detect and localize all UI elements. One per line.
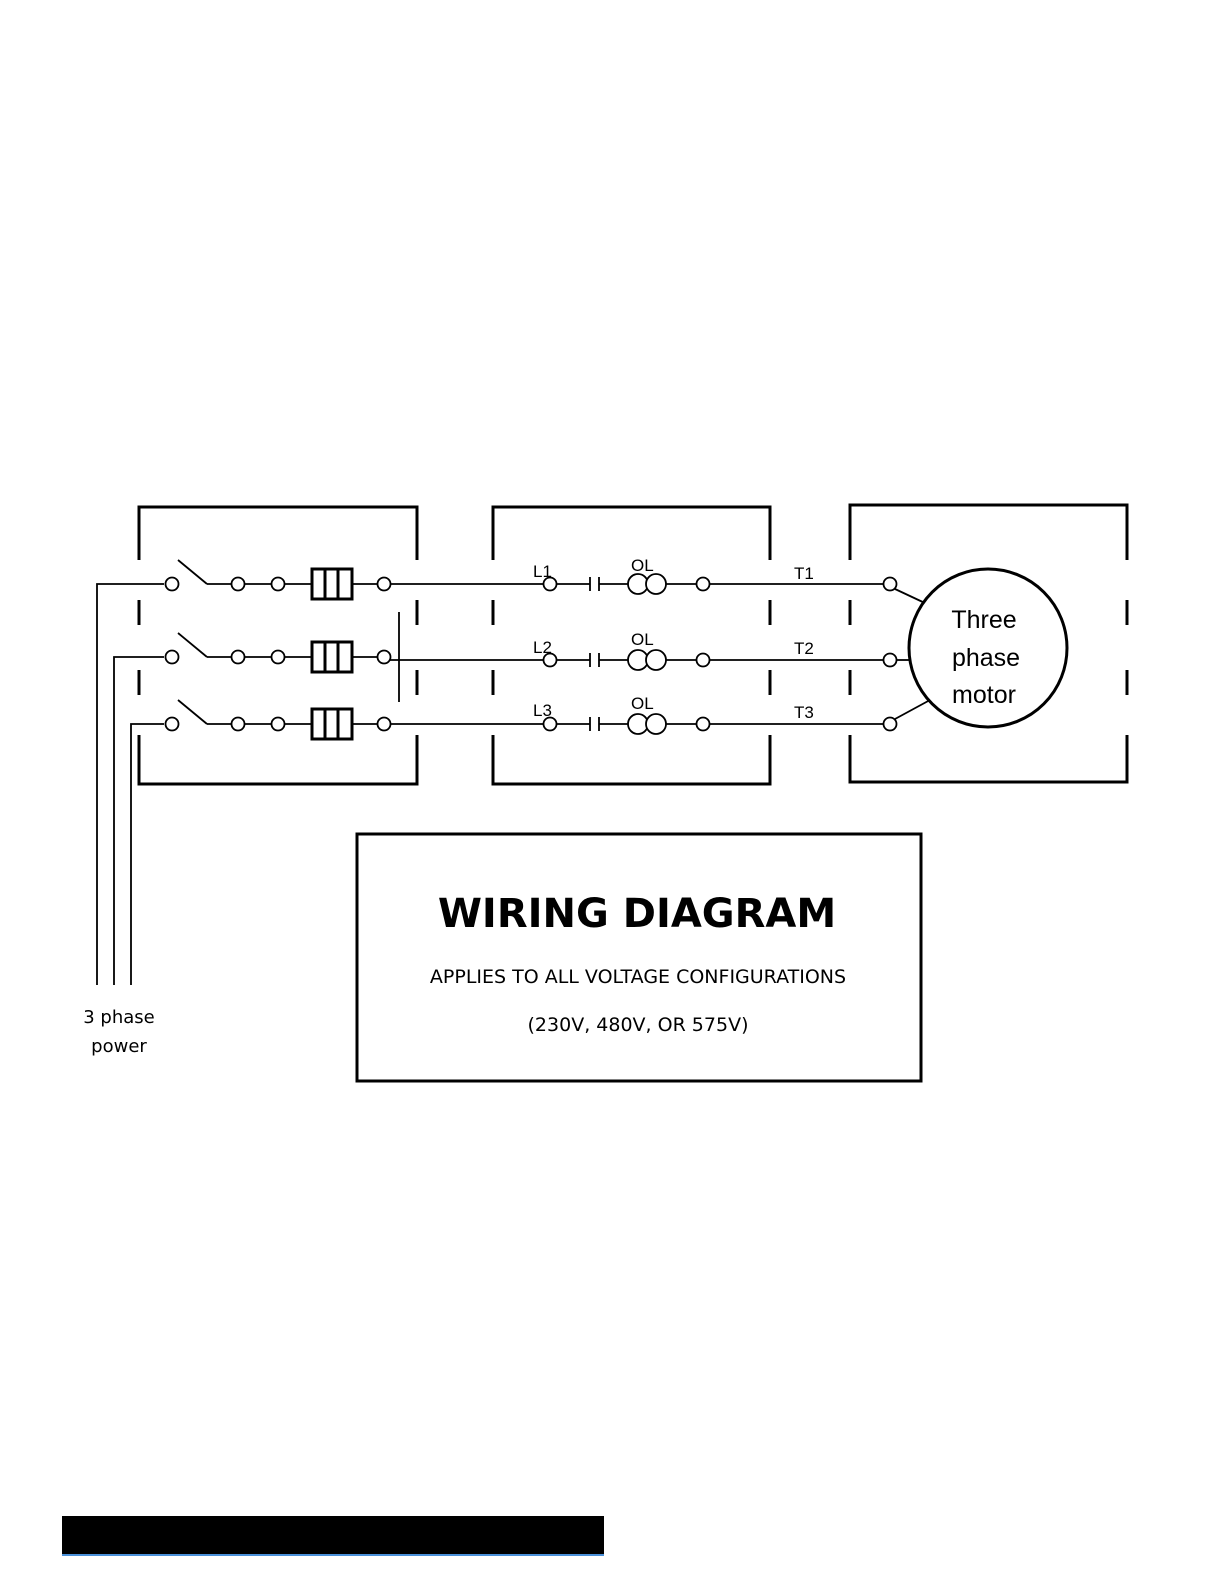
overload-icon (628, 714, 666, 734)
footer-bar (62, 1516, 604, 1556)
fuse-icon (312, 569, 352, 599)
overload-icon (628, 574, 666, 594)
fuse-icon (312, 709, 352, 739)
title-box: WIRING DIAGRAM APPLIES TO ALL VOLTAGE CO… (357, 834, 921, 1081)
overload-icon (628, 650, 666, 670)
overload-label: OL (631, 694, 654, 713)
contactor-label-l1: L1 (533, 562, 552, 581)
overload-label: OL (631, 556, 654, 575)
overload-label: OL (631, 630, 654, 649)
motor-label-line-3: motor (952, 681, 1016, 709)
diagram-title: WIRING DIAGRAM (438, 891, 836, 937)
voltage-configurations: (230V, 480V, OR 575V) (528, 1014, 749, 1036)
motor-label-line-2: phase (952, 644, 1020, 672)
contactor-label-l2: L2 (533, 638, 552, 657)
diagram-subtitle: APPLIES TO ALL VOLTAGE CONFIGURATIONS (430, 966, 846, 988)
contactor-label-l3: L3 (533, 701, 552, 720)
motor-symbol: Three phase motor (909, 569, 1067, 727)
motor-terminal-t1: T1 (794, 564, 814, 583)
contact-icon (590, 717, 599, 731)
fuse-icon (312, 642, 352, 672)
motor-terminal-t2: T2 (794, 639, 814, 658)
contact-icon (590, 577, 599, 591)
contact-icon (590, 653, 599, 667)
motor-terminal-t3: T3 (794, 703, 814, 722)
power-label-line-1: 3 phase (83, 1007, 155, 1028)
motor-label-line-1: Three (951, 606, 1016, 634)
power-label-line-2: power (91, 1036, 147, 1057)
disconnect-enclosure (139, 507, 417, 784)
